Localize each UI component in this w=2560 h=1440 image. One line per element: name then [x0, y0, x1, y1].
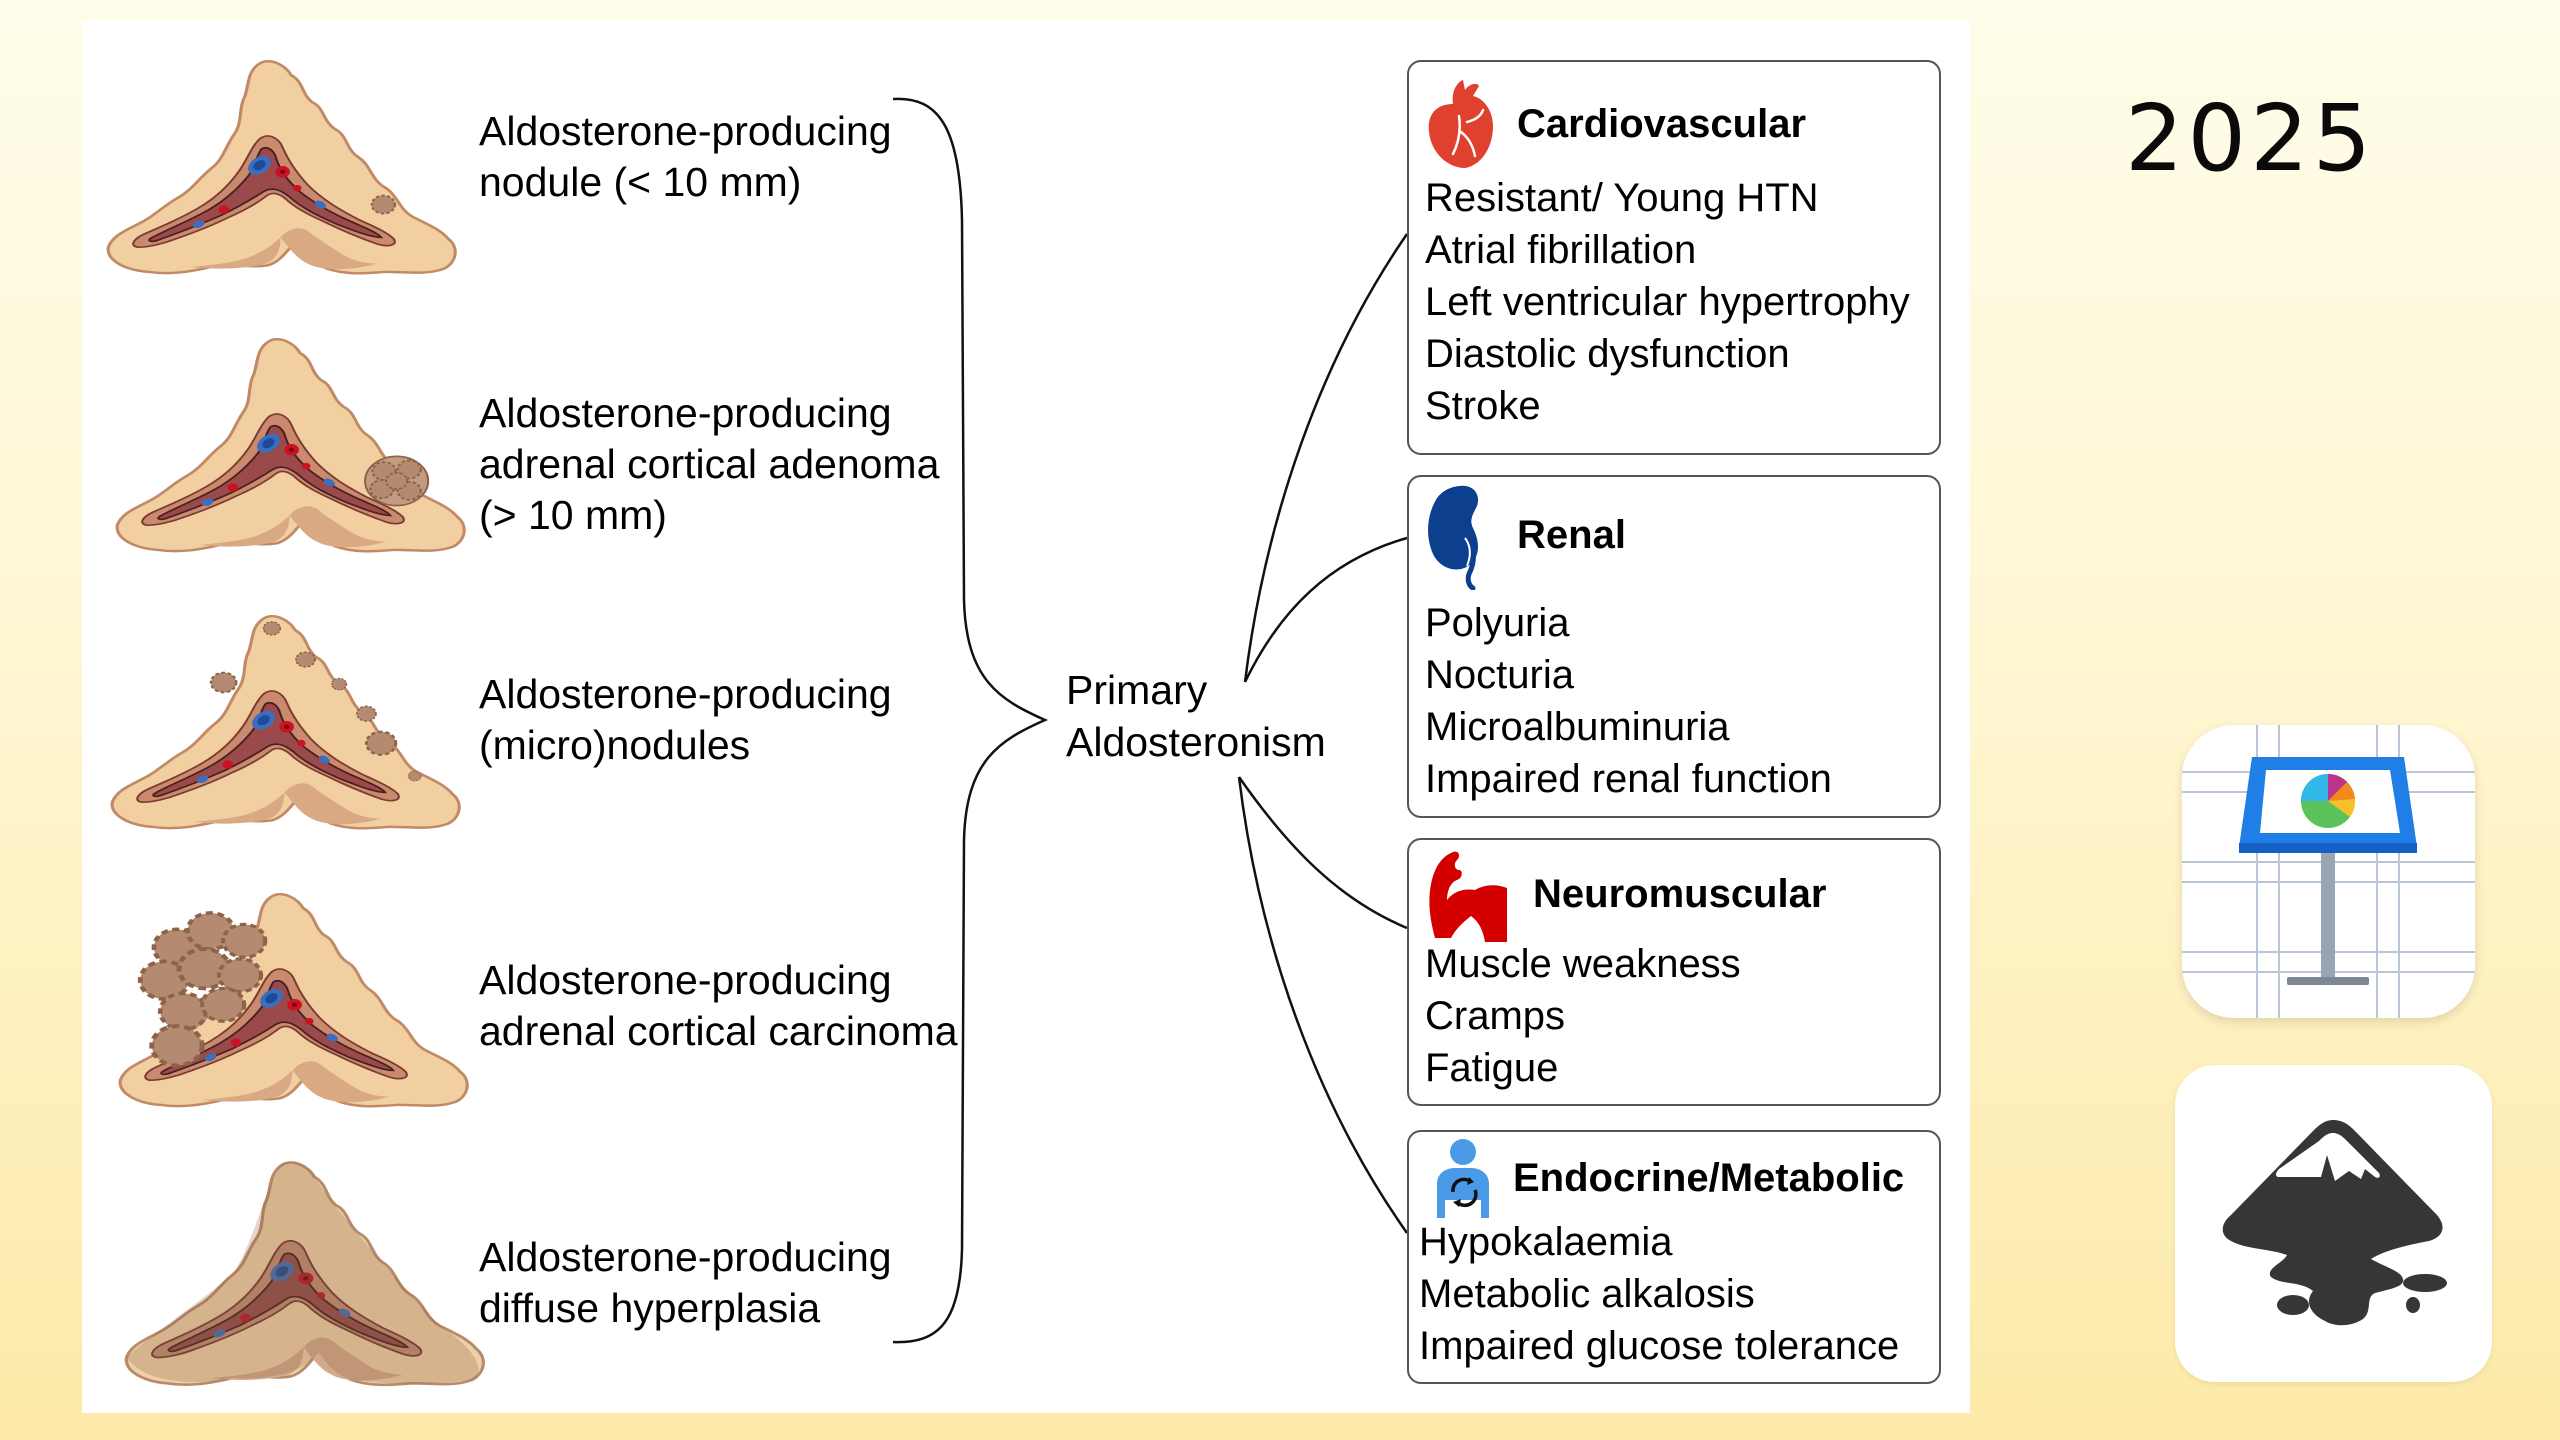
category-item: Impaired renal function — [1425, 757, 1832, 801]
connector-renal — [1243, 536, 1408, 683]
adrenal-micronodules-illustration — [110, 614, 461, 830]
subtype-line: Aldosterone-producing — [479, 1234, 892, 1280]
center-label-line: Aldosteronism — [1066, 719, 1326, 765]
person-metabolism-icon — [1437, 1139, 1489, 1218]
category-title: Renal — [1517, 512, 1626, 557]
category-item: Muscle weakness — [1425, 942, 1741, 986]
category-box-neuromuscular: Neuromuscular Muscle weakness Cramps Fat… — [1407, 838, 1941, 1106]
connector-endocrine — [1237, 776, 1409, 1234]
heart-icon — [1428, 80, 1493, 168]
subtype-line: adrenal cortical adenoma — [479, 441, 940, 487]
category-item: Stroke — [1425, 384, 1541, 428]
category-item: Fatigue — [1425, 1046, 1559, 1090]
keynote-icon-graphic — [2182, 725, 2475, 1018]
category-item: Polyuria — [1425, 601, 1570, 645]
subtype-label-adenoma: Aldosterone-producing adrenal cortical a… — [479, 388, 939, 541]
subtype-label-micronodules: Aldosterone-producing (micro)nodules — [479, 669, 892, 771]
subtype-line: (micro)nodules — [479, 722, 751, 768]
category-header: Cardiovascular — [1423, 76, 1806, 172]
category-item: Diastolic dysfunction — [1425, 332, 1790, 376]
category-item: Impaired glucose tolerance — [1419, 1324, 1900, 1368]
subtype-line: adrenal cortical carcinoma — [479, 1008, 958, 1054]
subtype-line: Aldosterone-producing — [479, 108, 892, 154]
subtype-line: diffuse hyperplasia — [479, 1285, 821, 1331]
adrenal-nodule-illustration — [106, 59, 457, 275]
category-title: Cardiovascular — [1517, 101, 1807, 146]
adrenal-adenoma-illustration — [115, 337, 466, 553]
category-header: Neuromuscular — [1423, 846, 1826, 942]
center-label-primary-aldosteronism: Primary Aldosteronism — [1066, 664, 1326, 768]
grouping-brace — [892, 97, 1049, 1344]
subtype-label-nodule: Aldosterone-producing nodule (< 10 mm) — [479, 106, 892, 208]
inkscape-icon-graphic — [2222, 1120, 2447, 1326]
keynote-app-icon[interactable] — [2182, 725, 2475, 1018]
inkscape-app-icon[interactable] — [2175, 1065, 2492, 1382]
subtype-label-diffuse-hyperplasia: Aldosterone-producing diffuse hyperplasi… — [479, 1232, 892, 1334]
category-item: Cramps — [1425, 994, 1566, 1038]
category-box-endocrine-metabolic: Endocrine/Metabolic Hypokalaemia Metabol… — [1407, 1130, 1941, 1384]
category-box-renal: Renal Polyuria Nocturia Microalbuminuria… — [1407, 475, 1941, 818]
adrenal-carcinoma-illustration — [118, 892, 469, 1108]
category-box-cardiovascular: Cardiovascular Resistant/ Young HTN Atri… — [1407, 60, 1941, 455]
category-items: Resistant/ Young HTN Atrial fibrillation… — [1425, 172, 1910, 432]
category-header: Endocrine/Metabolic — [1431, 1138, 1904, 1218]
category-header: Renal — [1423, 485, 1626, 590]
category-items: Hypokalaemia Metabolic alkalosis Impaire… — [1419, 1216, 1899, 1372]
connector-cardiovascular — [1243, 233, 1409, 683]
center-label-line: Primary — [1066, 667, 1208, 713]
category-item: Left ventricular hypertrophy — [1425, 280, 1910, 324]
kidney-icon — [1428, 485, 1479, 590]
year-label: 2025 — [2125, 85, 2376, 192]
category-title: Endocrine/Metabolic — [1513, 1155, 1905, 1200]
category-item: Resistant/ Young HTN — [1425, 176, 1819, 220]
flexed-arm-icon — [1429, 851, 1507, 942]
category-item: Atrial fibrillation — [1425, 228, 1697, 272]
subtype-line: (> 10 mm) — [479, 492, 667, 538]
category-item: Microalbuminuria — [1425, 705, 1730, 749]
adrenal-diffuse-hyperplasia-illustration — [124, 1160, 485, 1387]
subtype-line: Aldosterone-producing — [479, 390, 892, 436]
category-item: Metabolic alkalosis — [1419, 1272, 1755, 1316]
subtype-line: Aldosterone-producing — [479, 671, 892, 717]
connector-neuromuscular — [1237, 776, 1408, 930]
category-items: Muscle weakness Cramps Fatigue — [1425, 938, 1741, 1094]
category-items: Polyuria Nocturia Microalbuminuria Impai… — [1425, 597, 1832, 805]
category-title: Neuromuscular — [1533, 871, 1827, 916]
subtype-line: nodule (< 10 mm) — [479, 159, 802, 205]
subtype-label-carcinoma: Aldosterone-producing adrenal cortical c… — [479, 955, 958, 1057]
category-item: Nocturia — [1425, 653, 1574, 697]
category-item: Hypokalaemia — [1419, 1220, 1673, 1264]
subtype-line: Aldosterone-producing — [479, 957, 892, 1003]
